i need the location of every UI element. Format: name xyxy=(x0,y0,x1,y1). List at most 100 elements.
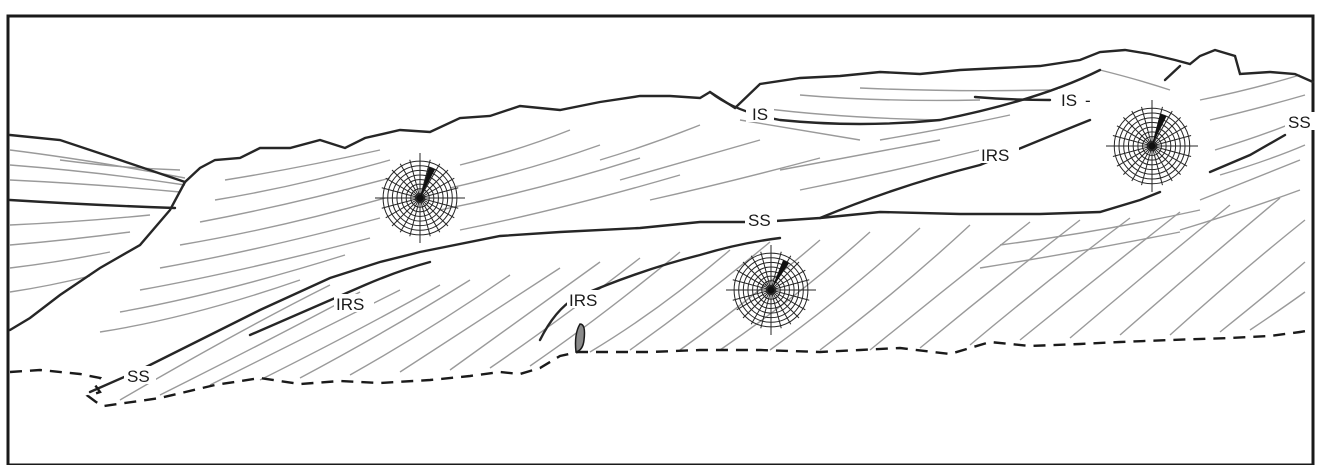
is-surface-right xyxy=(973,95,1052,102)
rose-spoke xyxy=(419,187,459,199)
rose-diagram-center xyxy=(726,245,816,335)
rose-spoke xyxy=(1151,117,1181,147)
outcrop-base-dashed xyxy=(9,328,1314,408)
rose-spoke xyxy=(1151,135,1192,147)
rose-spoke xyxy=(760,289,772,329)
rose-spoke xyxy=(770,251,782,291)
rose-spoke xyxy=(419,169,449,199)
upper-right-surface xyxy=(1163,64,1182,82)
lower-set-laminae xyxy=(119,159,1306,401)
label-bg xyxy=(124,366,156,384)
rose-spoke xyxy=(770,261,800,291)
rose-spoke xyxy=(1151,145,1181,175)
rose-spoke xyxy=(419,197,449,227)
rose-spoke xyxy=(1151,145,1188,167)
rose-spoke xyxy=(1151,110,1173,147)
rose-spoke xyxy=(750,255,772,291)
label-bg xyxy=(746,104,774,122)
rose-spoke xyxy=(1112,135,1153,147)
rose-spoke xyxy=(1112,145,1153,157)
ss-right-surface xyxy=(1208,133,1287,174)
rose-spoke xyxy=(736,289,772,311)
rose-spoke xyxy=(750,289,772,325)
rose-spoke xyxy=(1151,125,1188,147)
rose-petal xyxy=(771,259,790,290)
rose-spoke xyxy=(419,197,459,209)
irs-surface-upper xyxy=(818,118,1092,220)
rose-petal xyxy=(420,166,436,198)
rose-spoke xyxy=(770,289,782,329)
label-bg xyxy=(1058,89,1084,107)
label-ss-right: SS xyxy=(1288,113,1311,132)
label-bg xyxy=(334,294,374,312)
rose-spoke xyxy=(770,289,800,319)
left-face xyxy=(8,180,187,332)
rose-spoke xyxy=(385,177,421,199)
label-irs-middle: IRS xyxy=(569,291,597,310)
rose-spoke xyxy=(385,197,421,219)
rose-center xyxy=(767,286,775,294)
clast xyxy=(574,323,586,353)
rose-spoke xyxy=(419,197,431,237)
ss-main-surface xyxy=(88,190,1162,394)
rose-spoke xyxy=(1123,117,1153,147)
rose-spoke xyxy=(409,197,421,237)
upper-set-laminae xyxy=(9,69,1306,333)
rose-spoke xyxy=(742,289,772,319)
rose-spoke xyxy=(1141,106,1153,147)
label-bg xyxy=(745,210,777,228)
label-irs-left: IRS xyxy=(336,295,364,314)
rose-spoke xyxy=(391,197,421,227)
rose-spoke xyxy=(770,289,810,301)
rose-spoke xyxy=(1151,145,1192,157)
label-is-left: IS xyxy=(752,105,768,124)
surface-labels: IS IS - IRS SS SS IRS IRS SS xyxy=(124,89,1315,386)
rose-petal xyxy=(1152,113,1167,146)
rose-spoke xyxy=(736,269,772,291)
irs-surface-middle xyxy=(538,236,782,342)
rose-spoke xyxy=(760,251,772,291)
rose-spoke xyxy=(1141,145,1153,186)
rose-spoke xyxy=(381,197,421,209)
rose-center xyxy=(1148,142,1156,150)
rose-spoke xyxy=(1123,145,1153,175)
rose-spoke xyxy=(770,289,792,325)
rose-spoke xyxy=(1116,125,1153,147)
rose-spoke xyxy=(1131,110,1153,147)
label-ss-center: SS xyxy=(748,211,771,230)
rose-spoke xyxy=(419,177,455,199)
rose-spoke xyxy=(419,197,455,219)
rose-spoke xyxy=(1151,145,1163,186)
rose-spoke xyxy=(1116,145,1153,167)
rose-spoke xyxy=(391,169,421,199)
left-set-boundary xyxy=(8,198,177,210)
label-ss-lower-left: SS xyxy=(127,367,150,386)
rose-spoke xyxy=(1151,145,1173,182)
label-is-right-dash: - xyxy=(1085,91,1091,110)
rose-spoke xyxy=(409,159,421,199)
label-bg xyxy=(567,290,607,308)
rose-spoke xyxy=(419,197,441,233)
irs-surface-left xyxy=(248,260,432,337)
rose-spoke xyxy=(399,163,421,199)
rose-spoke xyxy=(381,187,421,199)
rose-diagram-right xyxy=(1106,100,1198,192)
rose-spoke xyxy=(419,163,441,199)
label-bg xyxy=(979,145,1019,163)
rose-diagram-left xyxy=(375,153,465,243)
rose-spoke xyxy=(732,289,772,301)
rose-spoke xyxy=(770,289,806,311)
rose-center xyxy=(416,194,424,202)
rose-spoke xyxy=(419,159,431,199)
rose-spoke xyxy=(1131,145,1153,182)
rose-spoke xyxy=(399,197,421,233)
label-is-right: IS xyxy=(1061,91,1077,110)
label-irs-upper: IRS xyxy=(981,146,1009,165)
label-bg xyxy=(1285,112,1315,130)
rose-spoke xyxy=(742,261,772,291)
rose-spoke xyxy=(770,269,806,291)
rose-spoke xyxy=(732,279,772,291)
rose-spoke xyxy=(770,279,810,291)
